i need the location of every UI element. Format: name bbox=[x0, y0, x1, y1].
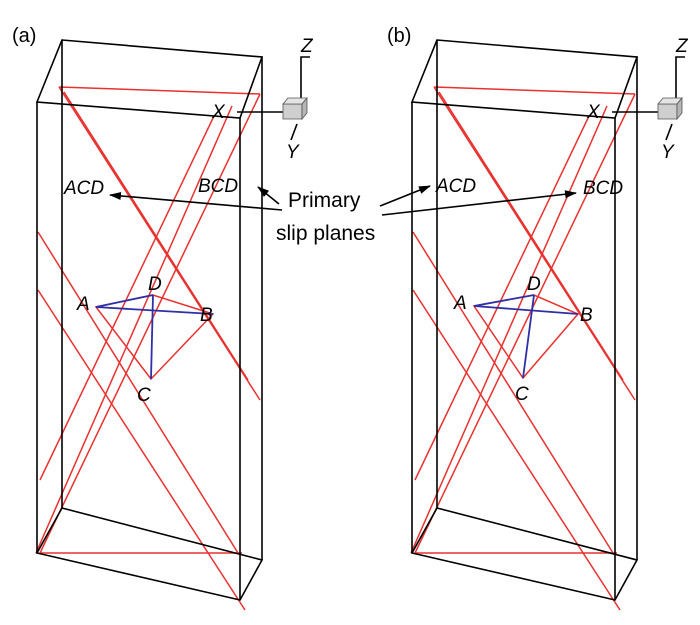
panel-b-label: (b) bbox=[387, 25, 411, 47]
slip-planes-b bbox=[410, 86, 636, 611]
axis-gizmo-b: Z X Y bbox=[586, 36, 689, 163]
annotation-line-2: slip planes bbox=[276, 222, 375, 245]
axis-x-label-a: X bbox=[211, 102, 226, 123]
axis-y-label-a: Y bbox=[286, 142, 300, 163]
arrow-to-acd-b bbox=[379, 185, 431, 207]
prism-frame-a bbox=[35, 39, 264, 601]
arrow-to-acd-a bbox=[109, 191, 283, 211]
arrow-to-bcd-a bbox=[257, 186, 280, 205]
vertex-b-label-b: B bbox=[580, 305, 593, 326]
tetrahedron-a: A D B C bbox=[76, 274, 215, 406]
prism-frame-b bbox=[410, 39, 639, 601]
axis-y-label-b: Y bbox=[661, 142, 675, 163]
vertex-c-label-a: C bbox=[137, 385, 151, 406]
vertex-d-label-b: D bbox=[527, 274, 541, 295]
axis-z-label-a: Z bbox=[300, 36, 314, 57]
vertex-d-label-a: D bbox=[148, 274, 162, 295]
arrow-to-bcd-b bbox=[381, 190, 577, 216]
panel-a-label: (a) bbox=[12, 25, 36, 47]
vertex-a-label-a: A bbox=[76, 294, 90, 315]
axis-gizmo-a: Z X Y bbox=[211, 36, 314, 163]
plane-acd-label-a: ACD bbox=[63, 178, 104, 199]
axis-z-label-b: Z bbox=[675, 36, 689, 57]
vertex-a-label-b: A bbox=[453, 293, 467, 314]
tetrahedron-b: A D B C bbox=[453, 274, 593, 405]
vertex-b-label-a: B bbox=[200, 305, 213, 326]
primary-slip-planes-annotation: Primary slip planes bbox=[109, 185, 577, 245]
vertex-c-label-b: C bbox=[515, 384, 529, 405]
panel-a: (a) bbox=[12, 25, 314, 611]
axis-x-label-b: X bbox=[586, 102, 601, 123]
plane-bcd-label-a: BCD bbox=[198, 176, 238, 197]
plane-bcd-label-b: BCD bbox=[583, 178, 623, 199]
plane-acd-label-b: ACD bbox=[435, 176, 476, 197]
panel-b: (b) Z X bbox=[387, 25, 689, 611]
annotation-line-1: Primary bbox=[288, 189, 361, 212]
slip-planes-a bbox=[35, 86, 261, 611]
